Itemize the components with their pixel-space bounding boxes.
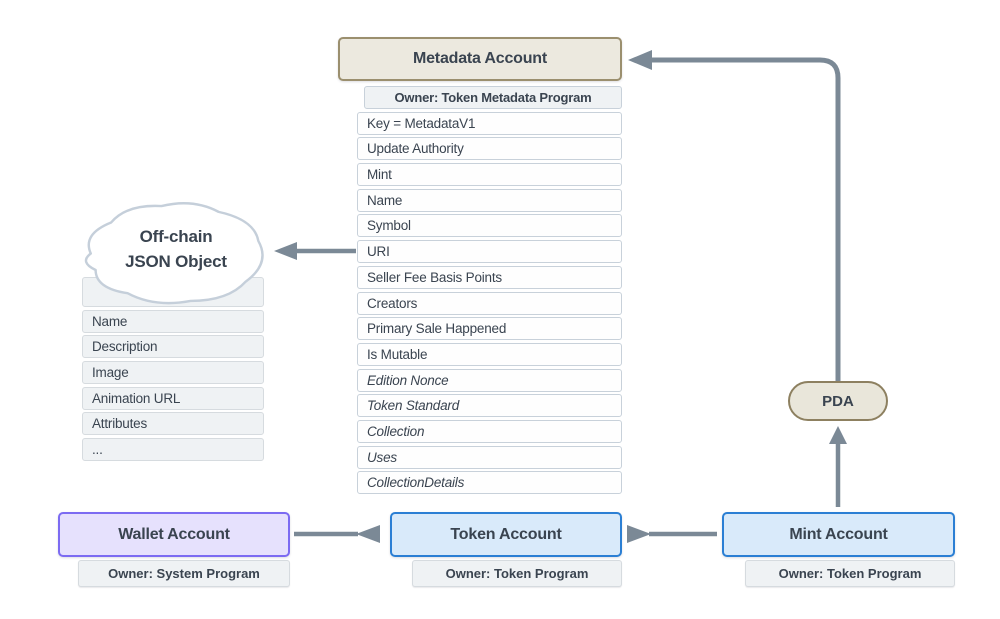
offchain-json-field-row: Animation URL (82, 386, 264, 410)
offchain-json-field-row: Attributes (82, 412, 264, 436)
metadata-field-row: Is Mutable (357, 342, 622, 366)
metadata-field-row: URI (357, 240, 622, 264)
arrow-pda-to-metadata (628, 50, 841, 383)
mint-account-box[interactable]: Mint Account (722, 512, 955, 557)
metadata-field-row: CollectionDetails (357, 471, 622, 495)
connector-token-mint (627, 525, 717, 543)
metadata-fields-list: Owner: Token Metadata Program Key = Meta… (357, 86, 622, 495)
metadata-field-row: Creators (357, 291, 622, 315)
token-account-box[interactable]: Token Account (390, 512, 622, 557)
metadata-field-row: Symbol (357, 214, 622, 238)
metadata-owner-row: Owner: Token Metadata Program (364, 86, 622, 109)
offchain-json-field-row: Name (82, 309, 264, 333)
metadata-account-box[interactable]: Metadata Account (338, 37, 622, 81)
token-account-title: Token Account (450, 525, 562, 543)
metadata-field-row: Update Authority (357, 137, 622, 161)
metadata-account-title: Metadata Account (412, 50, 547, 67)
metadata-field-row: Key = MetadataV1 (357, 111, 622, 135)
wallet-owner-label: Owner: System Program (78, 560, 290, 587)
metadata-field-row: Token Standard (357, 394, 622, 418)
arrow-mint-to-pda (829, 426, 847, 507)
mint-account-title: Mint Account (789, 525, 888, 543)
metadata-field-row: Mint (357, 163, 622, 187)
connector-wallet-token (294, 525, 380, 543)
arrow-metadata-to-cloud (274, 242, 356, 260)
pda-label: PDA (822, 392, 854, 410)
cloud-label: Off-chain JSON Object (84, 224, 268, 274)
wallet-account-title: Wallet Account (118, 525, 230, 543)
metadata-field-row: Seller Fee Basis Points (357, 265, 622, 289)
metadata-field-row: Edition Nonce (357, 368, 622, 392)
metadata-field-row: Name (357, 188, 622, 212)
wallet-account-box[interactable]: Wallet Account (58, 512, 290, 557)
cloud-label-line1: Off-chain (139, 227, 213, 246)
offchain-json-cloud[interactable]: Off-chain JSON Object (84, 198, 268, 310)
offchain-json-field-row: ... (82, 438, 264, 462)
metadata-field-row: Collection (357, 419, 622, 443)
metadata-field-row: Uses (357, 445, 622, 469)
pda-pill[interactable]: PDA (788, 381, 888, 421)
offchain-json-field-row: Image (82, 361, 264, 385)
cloud-label-line2: JSON Object (125, 252, 227, 271)
token-owner-label: Owner: Token Program (412, 560, 622, 587)
offchain-json-field-row: Description (82, 335, 264, 359)
mint-owner-label: Owner: Token Program (745, 560, 955, 587)
cloud-shape (84, 202, 264, 305)
metadata-field-row: Primary Sale Happened (357, 317, 622, 341)
